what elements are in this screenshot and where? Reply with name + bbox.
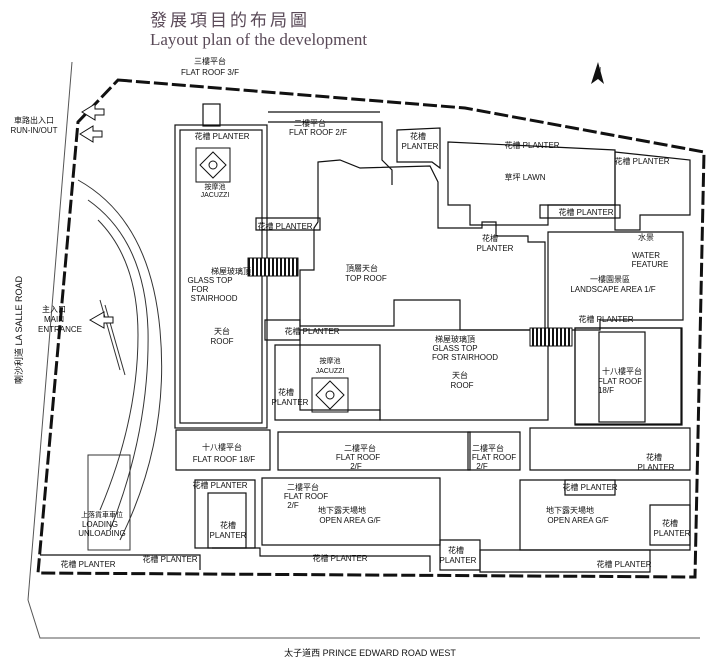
label-planter-far-se-en: PLANTER [654,529,691,538]
label-top-roof-zh: 頂層天台 [346,263,378,273]
label-loading-en2: UNLOADING [78,529,126,538]
label-planter-bottom-west: 花槽 PLANTER [60,559,115,569]
label-glass-east-en2: FOR STAIRHOOD [432,353,498,362]
label-planter-south-west: 花槽 PLANTER [192,480,247,490]
label-flat-roof-2f-north-zh: 二樓平台 [294,118,326,128]
label-flat-roof-2f-right-b: 2/F [476,462,488,471]
label-roof-west-zh: 天台 [214,326,230,336]
label-glass-west-zh: 梯屋玻璃頂 [211,266,251,276]
label-top-roof-en: TOP ROOF [345,274,387,283]
label-planter-sw-en: PLANTER [272,398,309,407]
label-flat-roof-2f-lower-zh: 二樓平台 [287,482,319,492]
label-flat-roof-18f-west-en: FLAT ROOF 18/F [193,455,255,464]
label-flat-roof-18f-east-a: FLAT ROOF [598,377,642,386]
label-open-area-west-zh: 地下露天場地 [318,505,366,515]
label-open-area-east-zh: 地下露天場地 [546,505,594,515]
label-planter-mid-zh: 花槽 [482,233,498,243]
site-boundary [36,78,706,579]
label-glass-west-en1: GLASS TOP [187,276,232,285]
label-flat-roof-2f-center-a: FLAT ROOF [336,453,380,462]
label-flat-roof-18f-west-zh: 十八樓平台 [202,442,242,452]
label-planter-bottom-mid: 花槽 PLANTER [142,554,197,564]
label-landscape-zh: 一樓園景區 [590,274,630,284]
label-roof-east-en: ROOF [450,381,473,390]
label-flat-roof-18f-east-zh: 十八樓平台 [602,366,642,376]
north-label: N [596,67,601,74]
driveway-curves [77,179,163,551]
label-main-entrance-zh: 主入口 [42,304,66,314]
label-planter-col-zh: 花槽 [410,131,426,141]
label-landscape-en: LANDSCAPE AREA 1/F [570,285,655,294]
label-jacuzzi-south-en: JACUZZI [316,368,345,375]
label-jacuzzi-south-zh: 按摩池 [320,356,341,365]
label-planter-bottom-center: 花槽 PLANTER [312,553,367,563]
jacuzzi-south [311,377,349,413]
label-run-in-zh: 車路出入口 [14,115,54,125]
label-open-area-east-en: OPEN AREA G/F [547,516,608,525]
road-label-south: 太子道西 PRINCE EDWARD ROAD WEST [284,647,456,658]
label-planter-landscape: 花槽 PLANTER [578,314,633,324]
label-planter-se-zh: 花槽 [646,452,662,462]
road-label-west: 喇沙利道 LA SALLE ROAD [13,275,24,384]
stairhood-glass-east [529,327,573,347]
label-planter-west-roof: 花槽 PLANTER [257,221,312,231]
label-flat-roof-18f-east-b: 18/F [598,386,614,395]
label-open-area-west-en: OPEN AREA G/F [319,516,380,525]
label-flat-roof-3f-en: FLAT ROOF 3/F [181,68,239,77]
label-planter-south-east: 花槽 PLANTER [562,482,617,492]
label-flat-roof-2f-lower-b: 2/F [287,501,299,510]
label-lawn: 草坪 LAWN [504,172,545,182]
label-loading-zh: 上落貨車車位 [81,510,123,519]
title-chinese: 發展項目的布局圖 [150,11,310,31]
label-flat-roof-2f-right-zh: 二樓平台 [472,443,504,453]
stairhood-glass-west [247,257,299,277]
label-water-en1: WATER [632,251,660,260]
jacuzzi-north [195,147,231,183]
label-planter-north: 花槽 PLANTER [194,131,249,141]
entry-arrows [79,103,114,329]
label-main-entrance-en1: MAIN [44,315,64,324]
label-jacuzzi-north-en: JACUZZI [201,192,230,199]
label-flat-roof-3f-zh: 三樓平台 [194,56,226,66]
label-planter-sw-zh: 花槽 [278,387,294,397]
label-jacuzzi-north-zh: 按摩池 [205,182,226,191]
label-planter-top: 花槽 PLANTER [504,140,559,150]
label-water-en2: FEATURE [632,260,669,269]
label-run-in-en: RUN-IN/OUT [10,126,57,135]
label-planter-se-en: PLANTER [638,463,675,472]
plan-header: 發展項目的布局圖 Layout plan of the development [0,0,720,60]
road-lines [27,61,700,639]
label-planter-block-zh: 花槽 [220,520,236,530]
label-glass-west-en2: FOR [192,285,209,294]
label-planter-west-court: 花槽 PLANTER [284,326,339,336]
label-water-zh: 水景 [638,232,654,242]
label-flat-roof-2f-center-zh: 二樓平台 [344,443,376,453]
label-planter-block-en: PLANTER [210,531,247,540]
label-main-entrance-en2: ENTRANCE [38,325,82,334]
label-glass-east-zh: 梯屋玻璃頂 [435,334,475,344]
label-planter-bottom-east: 花槽 PLANTER [596,559,651,569]
label-glass-east-en1: GLASS TOP [432,344,477,353]
zone-labels: 三樓平台 FLAT ROOF 3/F 花槽 PLANTER 二樓平台 FLAT … [10,56,690,569]
label-planter-bottom-col-en: PLANTER [440,556,477,565]
label-flat-roof-2f-center-b: 2/F [350,462,362,471]
label-glass-west-en3: STAIRHOOD [191,294,238,303]
title-english: Layout plan of the development [150,30,368,49]
label-roof-east-zh: 天台 [452,370,468,380]
label-planter-far-se-zh: 花槽 [662,518,678,528]
label-planter-mid-en: PLANTER [477,244,514,253]
label-planter-col-en: PLANTER [402,142,439,151]
label-planter-lawn-south: 花槽 PLANTER [558,207,613,217]
label-roof-west-en: ROOF [210,337,233,346]
label-flat-roof-2f-right-a: FLAT ROOF [472,453,516,462]
label-planter-ne: 花槽 PLANTER [614,156,669,166]
label-flat-roof-2f-north-en: FLAT ROOF 2/F [289,128,347,137]
label-planter-bottom-col-zh: 花槽 [448,545,464,555]
label-flat-roof-2f-lower-a: FLAT ROOF [284,492,328,501]
north-arrow-icon: N [591,62,604,84]
label-loading-en1: LOADING [82,520,118,529]
